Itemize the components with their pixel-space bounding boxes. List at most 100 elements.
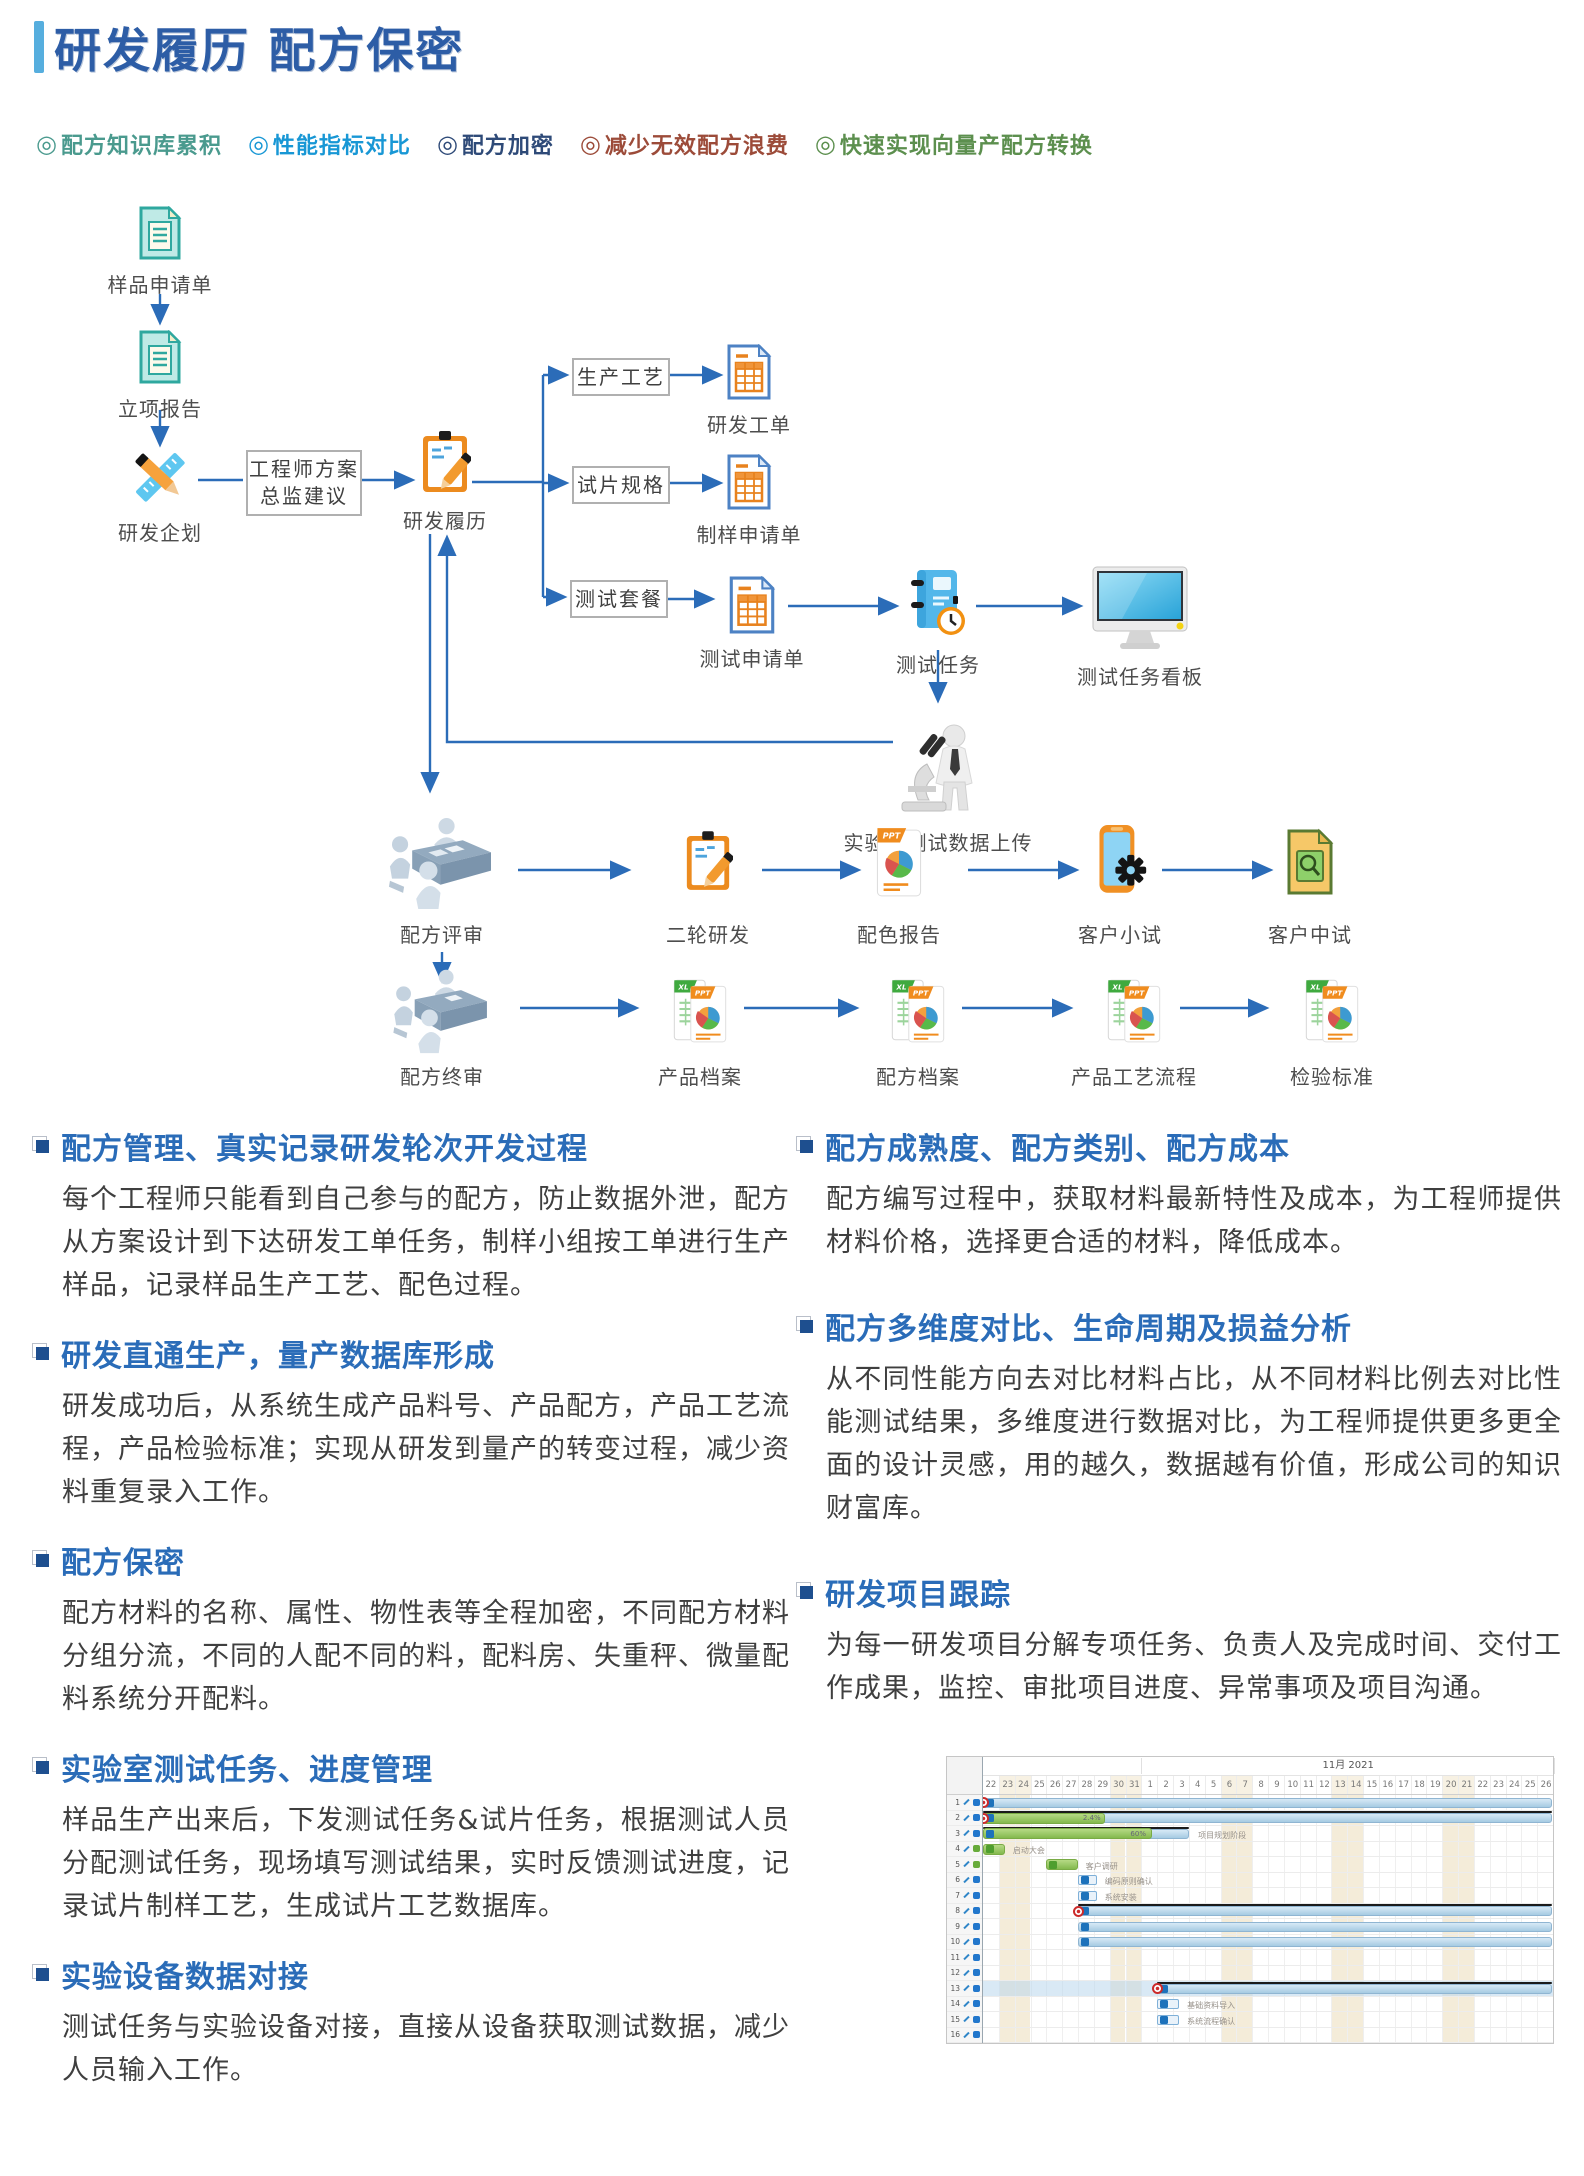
pencil-icon (963, 1938, 970, 1945)
flow-node-formula-final-review: 配方终审 (354, 964, 530, 1090)
svg-text:PPT: PPT (913, 989, 930, 998)
gantt-day-tick: 19 (1426, 1776, 1443, 1794)
task-type-dot (973, 1922, 980, 1930)
gantt-day-tick: 22 (1473, 1776, 1491, 1794)
xl-ppt-doc-icon: XL PPT (890, 964, 946, 1056)
gantt-row (983, 1950, 1553, 1966)
doc-magnifier-icon (1285, 810, 1335, 914)
box-line: 总监建议 (260, 484, 348, 508)
flow-label: 测试任务 (896, 653, 980, 677)
meeting-desk-icon (387, 964, 497, 1056)
svg-text:XL: XL (1111, 982, 1123, 991)
ppt-report-icon: PPT (875, 810, 923, 914)
flow-label: 立项报告 (118, 397, 202, 421)
gantt-row-gutter: 1 (947, 1795, 982, 1811)
clipboard-pencil-icon (683, 810, 733, 914)
flow-label: 测试申请单 (699, 647, 805, 671)
gantt-bar (1078, 1921, 1552, 1932)
task-type-dot (973, 1953, 980, 1961)
svg-text:XL: XL (1309, 982, 1321, 991)
gantt-day-tick: 1 (1141, 1776, 1158, 1794)
pencil-icon (963, 2031, 970, 2038)
pencil-icon (963, 1954, 970, 1961)
gantt-task-label: 基础资料导入 (1187, 2001, 1236, 2010)
bullet-square-icon (32, 1135, 49, 1153)
flow-node-product-archive: XL PPT 产品档案 (625, 964, 775, 1090)
section-body: 从不同性能方向去对比材料占比，从不同材料比例去对比性能测试结果，多维度进行数据对… (826, 1364, 1562, 1524)
task-type-dot (973, 1938, 980, 1946)
task-type-dot (973, 1860, 980, 1868)
section-formula-comparison: 配方多维度对比、生命周期及损益分析 从不同性能方向去对比材料占比，从不同材料比例… (796, 1304, 1562, 1530)
feature-label: 性能指标对比 (272, 134, 411, 159)
gantt-row-gutter: 16 (947, 2028, 982, 2043)
flow-node-sampling-request: 制样申请单 (674, 453, 824, 548)
svg-text:PPT: PPT (1327, 989, 1344, 998)
pencil-icon (963, 1799, 970, 1806)
gantt-day-tick: 31 (1125, 1776, 1143, 1794)
feature-label: 减少无效配方浪费 (604, 134, 789, 159)
section-equipment-integration: 实验设备数据对接 测试任务与实验设备对接，直接从设备获取测试数据，减少人员输入工… (32, 1952, 790, 2092)
flow-label: 产品档案 (658, 1065, 742, 1089)
gantt-bar (1078, 1937, 1552, 1947)
gantt-day-tick: 5 (1204, 1776, 1222, 1794)
gantt-day-tick: 26 (1537, 1776, 1554, 1794)
task-type-dot (973, 2031, 980, 2039)
gantt-row: 编码原则确认 (983, 1873, 1553, 1888)
svg-text:XL: XL (895, 982, 907, 991)
gantt-row (983, 1981, 1553, 1997)
gantt-day-tick: 21 (1458, 1776, 1475, 1794)
gantt-row: 基础资料导入 (983, 1997, 1553, 2012)
gantt-milestone-bar (1046, 1859, 1078, 1870)
progress-percent-label: 2.4% (1082, 1814, 1101, 1822)
gantt-task-label: 系统安装 (1104, 1892, 1137, 1902)
document-icon (137, 205, 183, 264)
left-column: 配方管理、真实记录研发轮次开发过程 每个工程师只能看到自己参与的配方，防止数据外… (32, 1124, 790, 2116)
gantt-day-tick: 26 (1046, 1776, 1063, 1794)
flow-label: 测试任务看板 (1077, 665, 1203, 689)
task-type-dot (973, 1814, 980, 1822)
spreadsheet-doc-icon (728, 575, 776, 638)
box-line: 工程师方案 (249, 457, 359, 481)
section-title: 研发项目跟踪 (825, 1578, 1011, 1613)
section-title: 实验室测试任务、进度管理 (61, 1753, 433, 1788)
milestone-marker-icon (1152, 1983, 1164, 1994)
flow-node-rd-workorder: 研发工单 (674, 343, 824, 438)
feature-row: ◎配方知识库累积 ◎性能指标对比 ◎配方加密 ◎减少无效配方浪费 ◎快速实现向量… (36, 128, 1093, 160)
gantt-day-tick: 17 (1394, 1776, 1412, 1794)
flow-label: 配方评审 (400, 923, 484, 947)
gantt-day-tick: 2 (1157, 1776, 1174, 1794)
bullet-square-icon (796, 1135, 813, 1153)
flow-label: 研发企划 (118, 521, 202, 545)
section-title: 配方成熟度、配方类别、配方成本 (825, 1132, 1290, 1167)
gantt-day-tick: 14 (1347, 1776, 1364, 1794)
bullet-square-icon (32, 1342, 49, 1360)
task-type-dot (973, 1845, 980, 1853)
task-type-dot (973, 1891, 980, 1899)
gantt-day-tick: 15 (1363, 1776, 1380, 1794)
gantt-task-label: 项目规划阶段 (1198, 1830, 1247, 1840)
gantt-row-gutter: 2 (947, 1811, 982, 1826)
flow-node-project-report: 立项报告 (85, 329, 235, 422)
gantt-row-gutter: 4 (947, 1842, 982, 1857)
title-accent-bar (34, 20, 44, 73)
box-line: 测试套餐 (575, 586, 663, 611)
gantt-month-label: 11月 2021 (1141, 1758, 1555, 1774)
gantt-day-tick: 7 (1236, 1776, 1254, 1794)
flow-label: 产品工艺流程 (1071, 1065, 1197, 1089)
section-body: 测试任务与实验设备对接，直接从设备获取测试数据，减少人员输入工作。 (62, 2012, 790, 2086)
section-project-tracking: 研发项目跟踪 为每一研发项目分解专项任务、负责人及完成时间、交付工作成果，监控、… (796, 1570, 1562, 1710)
milestone-marker-icon (983, 1812, 989, 1824)
gantt-task-bar (1157, 2014, 1180, 2025)
section-title: 研发直通生产，量产数据库形成 (61, 1339, 495, 1374)
bullet-square-icon (32, 1549, 49, 1567)
gantt-row: 启动大会 (983, 1842, 1553, 1857)
pencil-ruler-icon (129, 446, 191, 512)
feature-item: ◎快速实现向量产配方转换 (815, 128, 1093, 160)
spreadsheet-doc-icon (726, 453, 772, 514)
gantt-task-label: 启动大会 (1012, 1846, 1045, 1855)
gantt-row (983, 1935, 1553, 1950)
section-title: 实验设备数据对接 (61, 1960, 309, 1995)
section-body: 每个工程师只能看到自己参与的配方，防止数据外泄，配方从方案设计到下达研发工单任务… (62, 1184, 790, 1301)
clipboard-pencil-icon (419, 430, 473, 500)
section-title: 配方多维度对比、生命周期及损益分析 (825, 1312, 1352, 1347)
